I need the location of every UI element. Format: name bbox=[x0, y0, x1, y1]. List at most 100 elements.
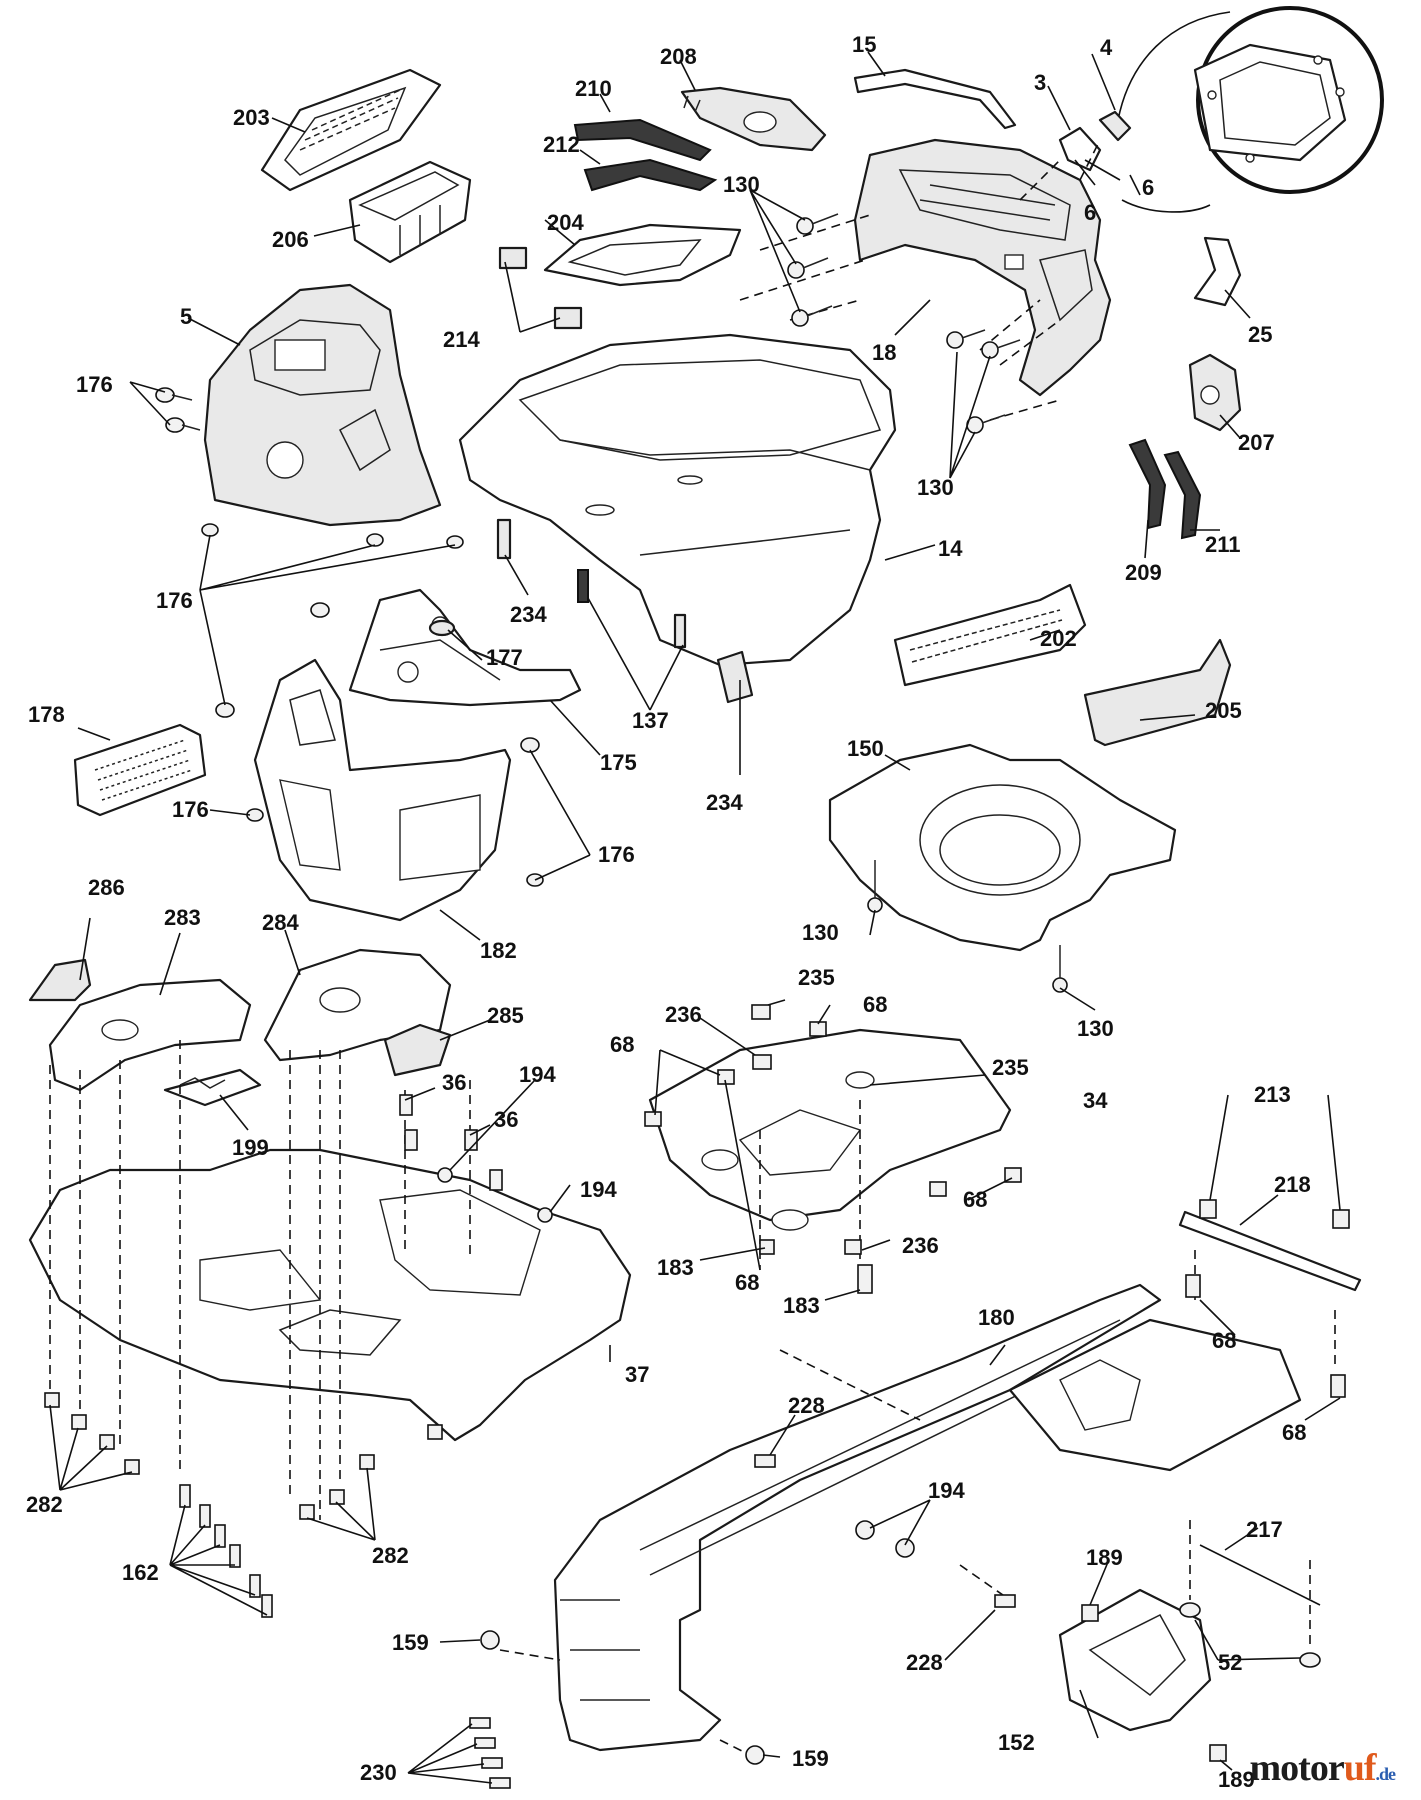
screw-130-b bbox=[787, 257, 829, 279]
part-212-grille bbox=[583, 158, 718, 192]
part-137-decal-a bbox=[577, 569, 589, 603]
callout-68-b: 68 bbox=[610, 1032, 634, 1057]
nut-52-b bbox=[1299, 1652, 1321, 1668]
callout-189-a: 189 bbox=[1086, 1545, 1123, 1570]
bolt-159-b bbox=[745, 1745, 765, 1765]
callout-183-b: 183 bbox=[783, 1293, 820, 1318]
clip-282-e bbox=[299, 1504, 315, 1520]
part-34-plate bbox=[648, 1028, 1012, 1231]
screw-130-d bbox=[946, 329, 986, 349]
leader-lines bbox=[49, 51, 1341, 1784]
callouts: 203 206 210 212 208 15 3 4 6 6 130 204 2… bbox=[26, 32, 1311, 1792]
callout-162: 162 bbox=[122, 1560, 159, 1585]
clip-282-c bbox=[99, 1434, 115, 1450]
clip-282-b bbox=[71, 1414, 87, 1430]
stud-36-d bbox=[489, 1169, 503, 1191]
pin-228-a bbox=[754, 1454, 776, 1468]
callout-68-d: 68 bbox=[735, 1270, 759, 1295]
callout-203: 203 bbox=[233, 105, 270, 130]
callout-25: 25 bbox=[1248, 322, 1272, 347]
bolt-183-a bbox=[759, 1239, 775, 1255]
callout-285: 285 bbox=[487, 1003, 524, 1028]
callout-152: 152 bbox=[998, 1730, 1035, 1755]
callout-36-b: 36 bbox=[494, 1107, 518, 1132]
callout-208: 208 bbox=[660, 44, 697, 69]
part-206-bracket bbox=[348, 160, 472, 264]
bolt-68-g bbox=[1185, 1274, 1201, 1298]
callout-176-a: 176 bbox=[76, 372, 113, 397]
part-286-cap bbox=[28, 958, 92, 1002]
fastener-176-c bbox=[201, 523, 219, 537]
stud-36-a bbox=[399, 1094, 413, 1116]
screw-230-b bbox=[474, 1737, 496, 1749]
callout-189-b: 189 bbox=[1218, 1767, 1255, 1792]
screw-130-c bbox=[791, 305, 833, 327]
bolt-68-d bbox=[1004, 1167, 1022, 1183]
callout-202: 202 bbox=[1040, 626, 1077, 651]
screw-162-e bbox=[249, 1574, 261, 1598]
bolt-68-c bbox=[644, 1111, 662, 1127]
callout-282-b: 282 bbox=[372, 1543, 409, 1568]
callout-211: 211 bbox=[1205, 532, 1241, 557]
bolt-68-e bbox=[929, 1181, 947, 1197]
bolt-189-a bbox=[1081, 1604, 1099, 1622]
callout-130-d: 130 bbox=[1077, 1016, 1114, 1041]
screw-230-d bbox=[489, 1777, 511, 1789]
part-210-grille bbox=[573, 118, 712, 162]
callout-52: 52 bbox=[1218, 1650, 1242, 1675]
callout-284: 284 bbox=[262, 910, 299, 935]
screw-230-c bbox=[481, 1757, 503, 1769]
detail-magnifier-circle bbox=[1117, 6, 1384, 213]
part-209-grille bbox=[1128, 438, 1167, 530]
callout-34: 34 bbox=[1083, 1088, 1108, 1113]
watermark-accent: uf bbox=[1343, 1747, 1377, 1789]
callout-206: 206 bbox=[272, 227, 309, 252]
callout-130-c: 130 bbox=[802, 920, 839, 945]
callout-176-b: 176 bbox=[156, 588, 193, 613]
nut-52-a bbox=[1179, 1602, 1201, 1618]
bolt-159-a bbox=[480, 1630, 500, 1650]
part-152-cover bbox=[1058, 1588, 1212, 1732]
part-178-vent bbox=[73, 723, 207, 817]
screw-130-a bbox=[796, 213, 839, 235]
part-3-bracket bbox=[1058, 126, 1102, 172]
callout-234-b: 234 bbox=[706, 790, 743, 815]
callout-150: 150 bbox=[847, 736, 884, 761]
part-204-vent bbox=[543, 223, 742, 287]
screw-130-h bbox=[1052, 945, 1068, 993]
washer-194-b bbox=[537, 1207, 553, 1223]
callout-137: 137 bbox=[632, 708, 669, 733]
clip-282-d bbox=[124, 1459, 140, 1475]
part-150-tray bbox=[828, 743, 1177, 952]
part-217-rod bbox=[1199, 1544, 1321, 1606]
callout-205: 205 bbox=[1205, 698, 1242, 723]
part-14-hood bbox=[458, 333, 897, 667]
bolt-68-a bbox=[809, 1021, 827, 1037]
callout-130-a: 130 bbox=[723, 172, 760, 197]
callout-210: 210 bbox=[575, 76, 612, 101]
part-234-decal-b bbox=[716, 650, 754, 704]
callout-182: 182 bbox=[480, 938, 517, 963]
part-5-dash bbox=[203, 283, 442, 527]
part-137-decal-b bbox=[673, 613, 687, 649]
part-4-bracket bbox=[1098, 110, 1132, 142]
bolt-213-b bbox=[1332, 1209, 1350, 1229]
bolt-189-b bbox=[1209, 1744, 1227, 1762]
fastener-176-f bbox=[310, 602, 330, 618]
nut-194-c bbox=[855, 1520, 875, 1540]
callout-68-c: 68 bbox=[963, 1187, 987, 1212]
callout-18: 18 bbox=[872, 340, 896, 365]
callout-6-b: 6 bbox=[1084, 200, 1096, 225]
nut-194-d bbox=[895, 1538, 915, 1558]
fastener-176-i bbox=[520, 737, 540, 753]
bolt-68-h bbox=[1330, 1374, 1346, 1398]
part-211-grille bbox=[1163, 450, 1202, 540]
assembly-lines bbox=[49, 139, 1336, 1761]
callout-236-a: 236 bbox=[665, 1002, 702, 1027]
callout-194-b: 194 bbox=[580, 1177, 617, 1202]
callout-5: 5 bbox=[180, 304, 192, 329]
part-177-grommet bbox=[428, 619, 456, 637]
part-283-fender bbox=[48, 978, 252, 1092]
callout-218: 218 bbox=[1274, 1172, 1311, 1197]
screw-162-f bbox=[261, 1594, 273, 1618]
